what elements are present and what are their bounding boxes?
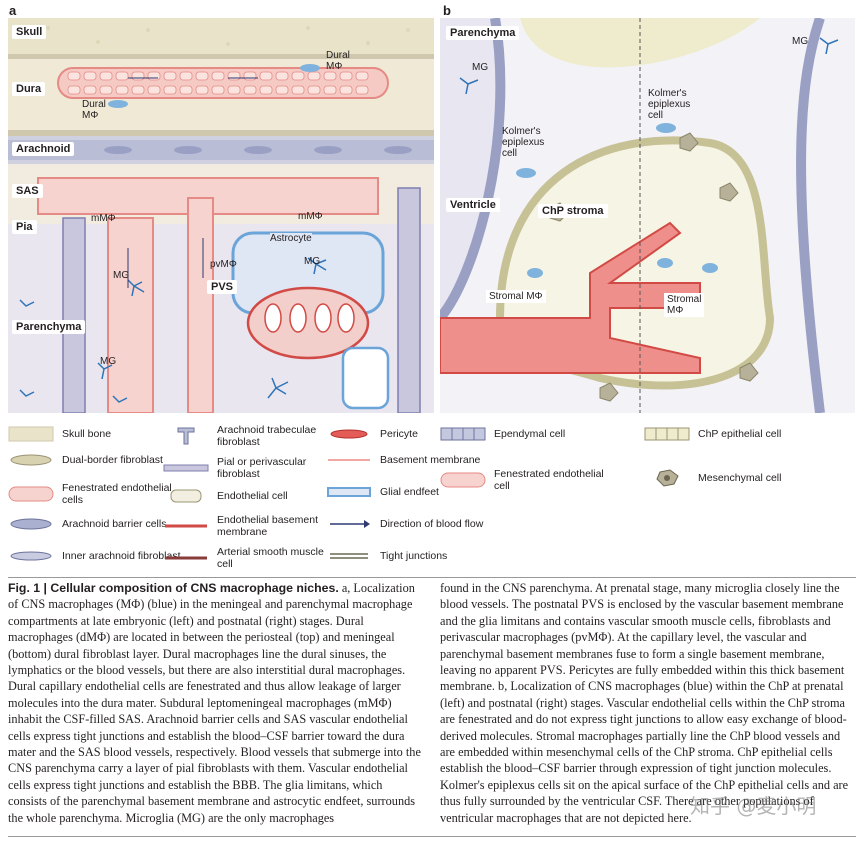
legend-item-smooth-muscle: Arterial smooth muscle cell [165,546,324,570]
legend-item-endothelial: Endothelial cell [163,486,288,506]
legend-item-endo-basement: Endothelial basement membrane [165,514,318,538]
caption-right-text: found in the CNS parenchyma. At prenatal… [440,581,849,825]
legend: Skull bone Dual-border fibroblast Fenest… [8,420,858,575]
label-mg-right-b: MG [792,36,809,47]
legend-item-skull-bone: Skull bone [8,424,111,444]
caption-left: Fig. 1 | Cellular composition of CNS mac… [8,580,422,826]
label-kolmer-left: Kolmer's epiplexus cell [502,126,545,159]
legend-item-fenestrated: Fenestrated endothelial cells [8,482,182,506]
legend-item-blood-flow: Direction of blood flow [326,514,483,534]
legend-item-glial-endfeet: Glial endfeet [326,482,439,502]
caption-rule-bottom [8,836,856,837]
legend-item-fenestrated-b: Fenestrated endothelial cell [440,468,614,492]
caption-left-text: a, Localization of CNS macrophages (MΦ) … [8,581,421,825]
caption-right: found in the CNS parenchyma. At prenatal… [440,580,856,826]
label-mg-low: MG [100,356,117,367]
label-mg-right: MG [113,270,130,281]
watermark: 知乎 @麦小明 [690,794,817,818]
label-ventricle: Ventricle [446,198,500,212]
legend-item-chp-epithelial: ChP epithelial cell [644,424,781,444]
label-sas: SAS [12,184,43,198]
legend-item-mesenchymal: Mesenchymal cell [644,468,781,488]
label-mmphi-right: mMΦ [298,211,323,222]
legend-item-pial: Pial or perivascular fibroblast [163,456,337,480]
label-mg-mid: MG [304,256,321,267]
dural-macrophage-icon [300,64,320,72]
panel-a-letter: a [9,3,17,18]
label-kolmer-right: Kolmer's epiplexus cell [648,88,691,121]
label-stromal-left: Stromal MΦ [486,290,546,303]
legend-item-basement: Basement membrane [328,454,481,466]
caption-lead: Fig. 1 | Cellular composition of CNS mac… [8,581,339,595]
legend-item-inner-arachnoid: Inner arachnoid fibroblast [8,546,181,566]
label-dural-mphi-top: Dural MΦ [326,50,350,72]
label-pvs: PVS [207,280,238,294]
label-astrocyte: Astrocyte [270,233,312,244]
legend-item-arachnoid-barrier: Arachnoid barrier cells [8,514,166,534]
panel-a-drawing [8,18,434,413]
label-parenchyma-b: Parenchyma [446,26,520,40]
microglia-icons [19,257,327,403]
label-mg-left-b: MG [472,62,489,73]
panel-b-drawing [440,18,855,413]
label-parenchyma: Parenchyma [12,320,86,334]
label-pvmphi: pvMΦ [210,259,237,270]
label-chp-stroma: ChP stroma [538,204,608,218]
label-dura: Dura [12,82,46,96]
legend-item-ependymal: Ependymal cell [440,424,565,444]
label-stromal-right: Stromal MΦ [664,293,705,317]
label-dural-mphi-left: Dural MΦ [82,99,106,121]
label-mmphi-left: mMΦ [91,213,116,224]
label-skull: Skull [12,25,47,39]
legend-item-pericyte: Pericyte [326,424,418,444]
panel-b-illustration: Parenchyma MG MG Kolmer's epiplexus cell… [440,18,855,413]
legend-item-dual-border: Dual-border fibroblast [8,450,163,470]
label-pia: Pia [12,220,37,234]
macrophage-icons [516,123,718,278]
panel-b-letter: b [443,3,451,18]
legend-item-trabeculae: Arachnoid trabeculae fibroblast [163,424,337,448]
legend-item-tight-junctions: Tight junctions [330,550,448,562]
panel-a-illustration: Skull Dura Arachnoid SAS Pia Parenchyma … [8,18,434,413]
label-arachnoid: Arachnoid [12,142,75,156]
caption-rule-top [8,577,856,578]
